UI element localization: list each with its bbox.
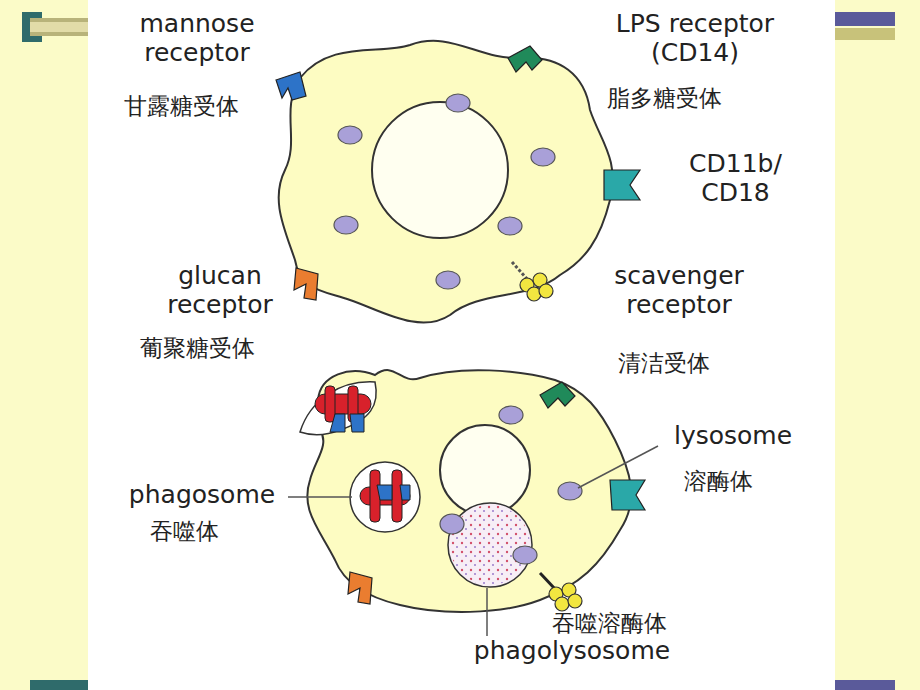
chinese-label: 吞噬体 xyxy=(150,518,219,544)
chinese-label: 溶酶体 xyxy=(684,468,753,494)
english-label: phagosome xyxy=(112,481,292,510)
english-label: glucan receptor xyxy=(140,262,300,320)
english-label: mannose receptor xyxy=(112,10,282,68)
english-label: CD11b/ CD18 xyxy=(668,150,803,208)
chinese-label: 脂多糖受体 xyxy=(607,85,722,111)
chinese-label: 甘露糖受体 xyxy=(124,93,239,119)
chinese-label: 葡聚糖受体 xyxy=(140,335,255,361)
english-label: phagolysosome xyxy=(462,637,682,666)
english-label: LPS receptor (CD14) xyxy=(590,10,800,68)
english-label: lysosome xyxy=(658,422,808,451)
english-label: scavenger receptor xyxy=(584,262,774,320)
chinese-label: 清洁受体 xyxy=(618,350,710,376)
chinese-label: 吞噬溶酶体 xyxy=(552,610,667,636)
